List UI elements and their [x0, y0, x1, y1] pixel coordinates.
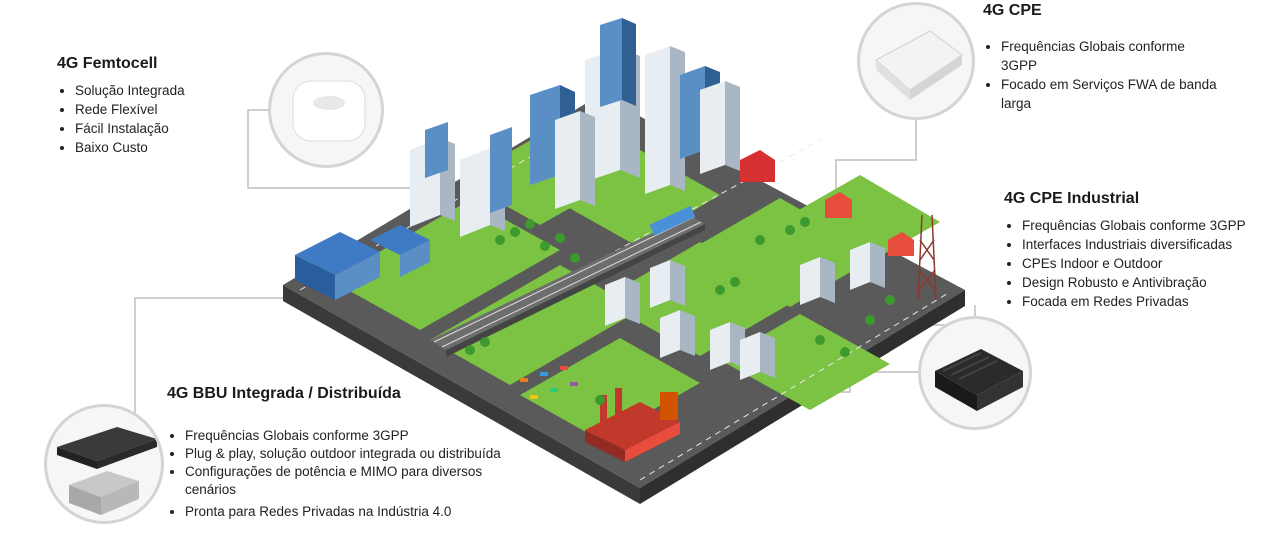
industrial-block	[295, 225, 430, 300]
base-left-side	[283, 285, 640, 504]
bbu-title: 4G BBU Integrada / Distribuída	[167, 385, 401, 402]
cpe-section: 4G CPE Frequências Globais conforme 3GPP…	[983, 2, 1218, 113]
femtocell-device-circle	[268, 52, 384, 168]
femtocell-list: Solução Integrada Rede Flexível Fácil In…	[57, 81, 185, 157]
tower-cluster-left	[410, 122, 512, 237]
cpe-industrial-section: 4G CPE Industrial Frequências Globais co…	[1004, 190, 1264, 311]
industrial-cpe-device-icon	[935, 349, 1023, 411]
cpe-device-icon	[875, 30, 963, 100]
femtocell-item: Baixo Custo	[75, 138, 185, 157]
cpe-industrial-item: CPEs Indoor e Outdoor	[1022, 254, 1264, 273]
antenna-tower	[917, 214, 937, 301]
femtocell-item: Fácil Instalação	[75, 119, 185, 138]
cpe-industrial-item: Interfaces Industriais diversificadas	[1022, 235, 1264, 254]
femtocell-item: Rede Flexível	[75, 100, 185, 119]
femtocell-device-icon	[292, 80, 366, 142]
residential-blocks	[605, 242, 885, 380]
cpe-industrial-list: Frequências Globais conforme 3GPP Interf…	[1004, 216, 1264, 311]
cpe-industrial-title: 4G CPE Industrial	[1004, 190, 1140, 207]
bbu-device-circle	[44, 404, 164, 524]
femtocell-item: Solução Integrada	[75, 81, 185, 100]
cpe-list: Frequências Globais conforme 3GPP Focado…	[983, 37, 1218, 113]
bbu-item: Frequências Globais conforme 3GPP	[185, 427, 537, 445]
cpe-item: Focado em Serviços FWA de banda larga	[1001, 75, 1218, 113]
factory	[585, 388, 680, 462]
bbu-section: 4G BBU Integrada / Distribuída Frequênci…	[167, 385, 537, 521]
bbu-item: Pronta para Redes Privadas na Indústria …	[185, 503, 537, 521]
cpe-title: 4G CPE	[983, 2, 1042, 19]
cpe-device-circle	[857, 2, 975, 120]
tower-cluster-top	[530, 18, 740, 209]
bbu-item: Plug & play, solução outdoor integrada o…	[185, 445, 537, 463]
bbu-outdoor-unit-icon	[69, 471, 139, 515]
bbu-rack-device-icon	[57, 427, 157, 515]
bbu-list: Frequências Globais conforme 3GPP Plug &…	[167, 427, 537, 521]
cpe-industrial-item: Design Robusto e Antivibração	[1022, 273, 1264, 292]
cpe-industrial-item: Frequências Globais conforme 3GPP	[1022, 216, 1264, 235]
femtocell-section: 4G Femtocell Solução Integrada Rede Flex…	[57, 55, 185, 157]
bbu-item: Configurações de potência e MIMO para di…	[185, 463, 515, 499]
industrial-cpe-device-circle	[918, 316, 1032, 430]
cpe-item: Frequências Globais conforme 3GPP	[1001, 37, 1218, 75]
cpe-industrial-item: Focada em Redes Privadas	[1022, 292, 1264, 311]
femtocell-title: 4G Femtocell	[57, 55, 158, 72]
